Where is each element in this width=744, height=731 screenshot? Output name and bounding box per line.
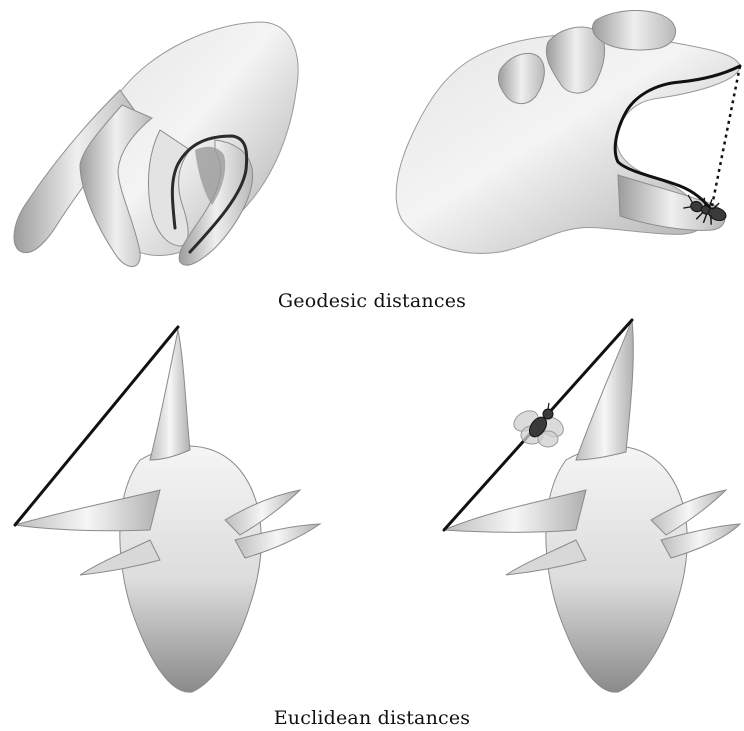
fly-icon xyxy=(510,403,567,447)
star-left-body xyxy=(120,446,261,692)
star-right-body xyxy=(546,446,687,692)
caption-geodesic: Geodesic distances xyxy=(0,290,744,312)
hand-left-panel xyxy=(14,22,298,267)
star-left-spike-left xyxy=(15,490,160,531)
star-right-spike-top xyxy=(576,320,633,460)
hand-right-panel xyxy=(396,10,740,253)
star-right-panel xyxy=(444,320,740,692)
star-right-spike-left xyxy=(444,490,586,532)
star-left-spike-top xyxy=(150,330,190,460)
hand-right-euclidean-dotted-line xyxy=(712,66,740,206)
star-left-panel xyxy=(15,327,320,692)
caption-euclidean: Euclidean distances xyxy=(0,707,744,729)
